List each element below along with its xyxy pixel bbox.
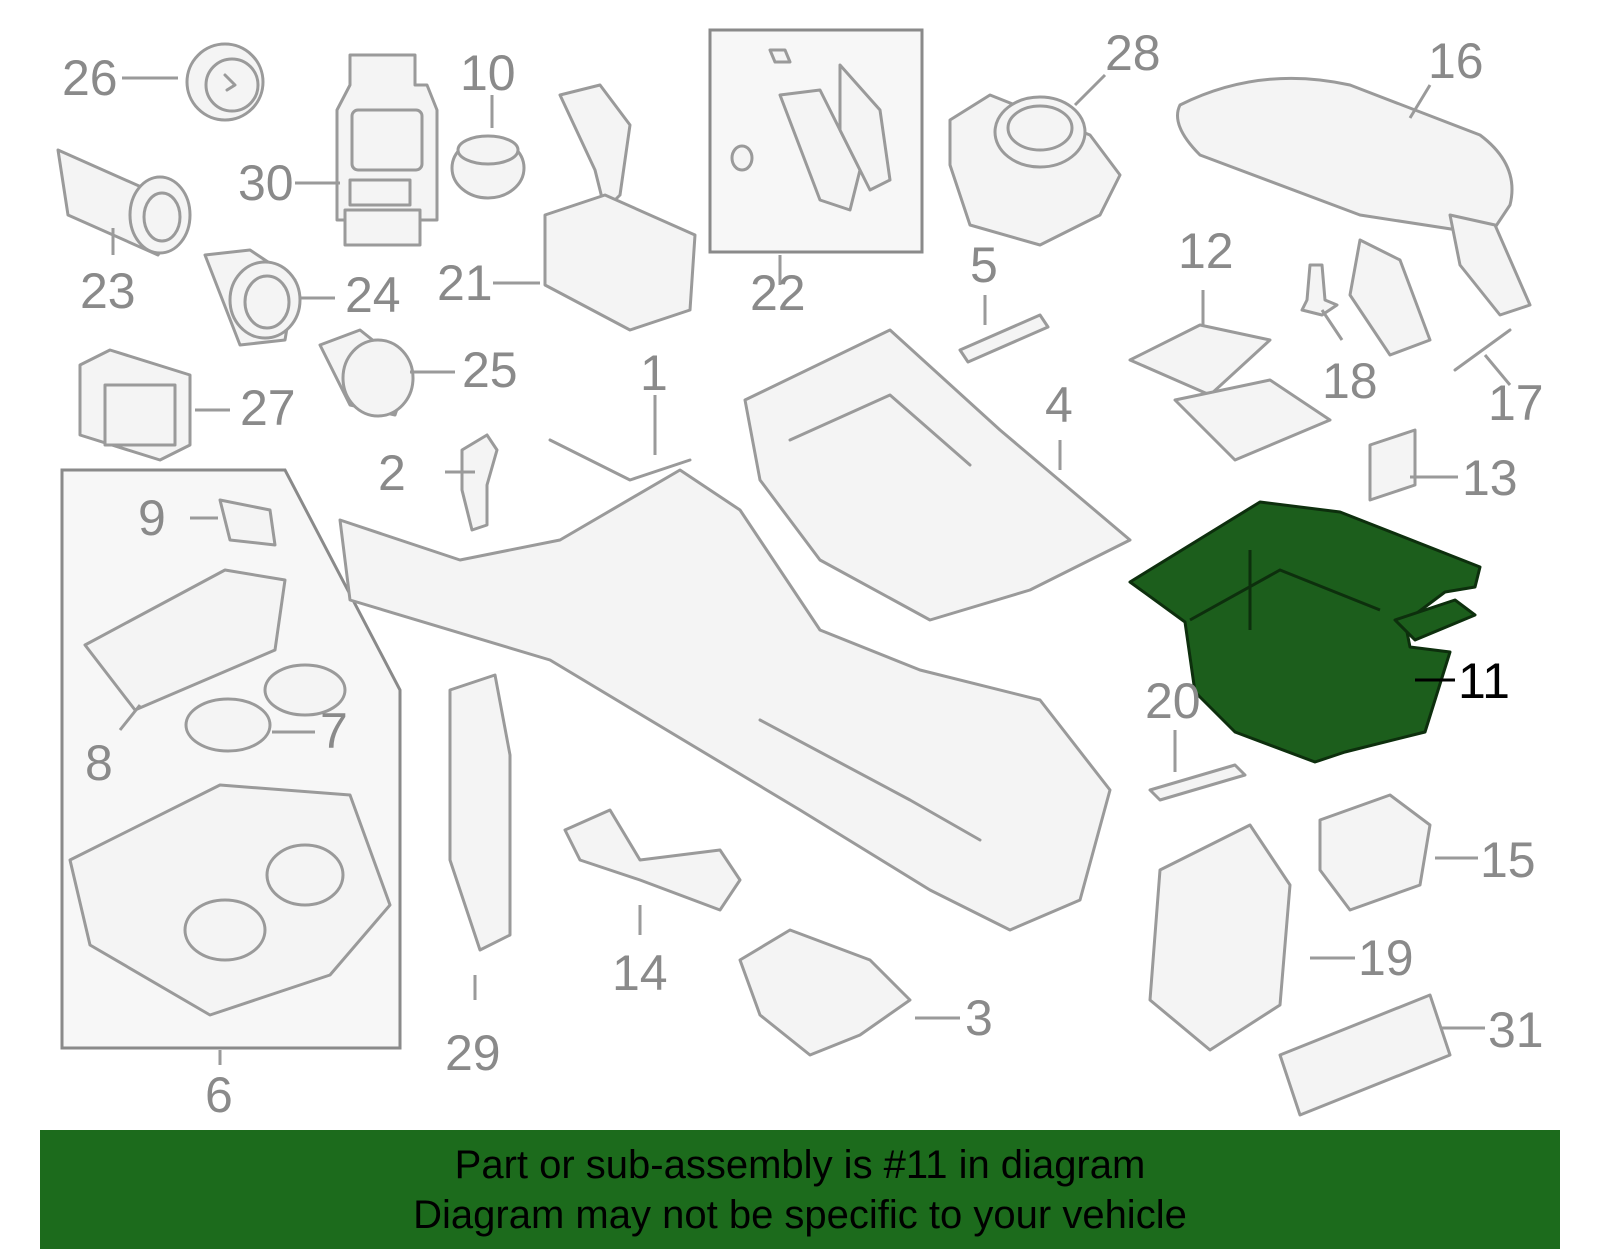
part-8-cover-panel[interactable]: [83, 568, 287, 712]
part-4-console-trim[interactable]: [743, 328, 1132, 622]
part-24-socket[interactable]: [203, 248, 302, 347]
part-16-armrest[interactable]: [1176, 76, 1532, 357]
part-22-shift-paddle-set[interactable]: [730, 48, 892, 212]
part-25-plug[interactable]: [318, 328, 415, 418]
part-15-rear-vent[interactable]: [1318, 793, 1432, 912]
part-10-cap[interactable]: [450, 134, 526, 200]
part-6-cup-holder-assembly[interactable]: [68, 783, 392, 1017]
callout-6: 6: [205, 1067, 233, 1123]
callout-labels: 26 30 10 23 24 25 27 21 22 28 16 5 12 18…: [62, 25, 1544, 1123]
callout-31: 31: [1488, 1002, 1544, 1058]
callout-11: 11: [1458, 653, 1510, 709]
part-27-usb-hub[interactable]: [78, 348, 192, 462]
part-3-mount-bracket[interactable]: [738, 928, 912, 1057]
part-12-tray[interactable]: [1128, 323, 1332, 462]
part-2-bracket[interactable]: [460, 433, 499, 532]
callout-22: 22: [750, 265, 806, 321]
part-1-center-console[interactable]: [338, 438, 1112, 932]
callout-2: 2: [378, 445, 406, 501]
callout-12: 12: [1178, 223, 1234, 279]
part-13-switch[interactable]: [1368, 428, 1417, 502]
callout-1: 1: [640, 345, 668, 401]
callout-5: 5: [970, 237, 998, 293]
part-21-gear-shifter[interactable]: [543, 83, 697, 332]
callout-13: 13: [1462, 450, 1518, 506]
callout-24: 24: [345, 267, 401, 323]
callout-4: 4: [1045, 377, 1073, 433]
part-20-trim[interactable]: [1148, 763, 1247, 802]
callout-27: 27: [240, 380, 296, 436]
callout-17: 17: [1488, 375, 1544, 431]
part-23-power-socket[interactable]: [56, 148, 192, 257]
part-14-air-duct[interactable]: [563, 808, 742, 912]
part-30-switch-module[interactable]: [335, 53, 439, 247]
part-11-storage-compartment[interactable]: [1128, 500, 1482, 764]
callout-9: 9: [138, 490, 166, 546]
part-28-idrive-controller[interactable]: [948, 93, 1122, 247]
callout-21: 21: [437, 255, 493, 311]
callout-14: 14: [612, 945, 668, 1001]
part-26-socket[interactable]: [185, 42, 265, 122]
callout-25: 25: [462, 342, 518, 398]
part-7-mat-set[interactable]: [184, 663, 347, 753]
part-18-clip[interactable]: [1300, 263, 1339, 317]
part-9-insert[interactable]: [218, 498, 277, 547]
callout-8: 8: [85, 735, 113, 791]
callout-18: 18: [1322, 353, 1378, 409]
part-5-bezel[interactable]: [958, 313, 1050, 364]
info-banner-line-2: Diagram may not be specific to your vehi…: [413, 1193, 1187, 1237]
leader-lines: [111, 73, 1512, 1065]
callout-7: 7: [320, 703, 348, 759]
callout-10: 10: [460, 45, 516, 101]
callout-23: 23: [80, 263, 136, 319]
callout-20: 20: [1145, 673, 1201, 729]
part-31-climate-panel[interactable]: [1278, 993, 1452, 1117]
callout-30: 30: [238, 155, 294, 211]
callout-29: 29: [445, 1025, 501, 1081]
part-29-side-trim[interactable]: [448, 673, 512, 952]
part-19-rear-panel[interactable]: [1148, 823, 1292, 1052]
callout-15: 15: [1480, 832, 1536, 888]
callout-16: 16: [1428, 33, 1484, 89]
callout-26: 26: [62, 50, 118, 106]
info-banner: Part or sub-assembly is #11 in diagram D…: [40, 1130, 1560, 1249]
info-banner-line-1: Part or sub-assembly is #11 in diagram: [454, 1143, 1146, 1187]
callout-3: 3: [965, 990, 993, 1046]
callout-28: 28: [1105, 25, 1161, 81]
callout-19: 19: [1358, 930, 1414, 986]
part-17-rod[interactable]: [1453, 328, 1512, 372]
